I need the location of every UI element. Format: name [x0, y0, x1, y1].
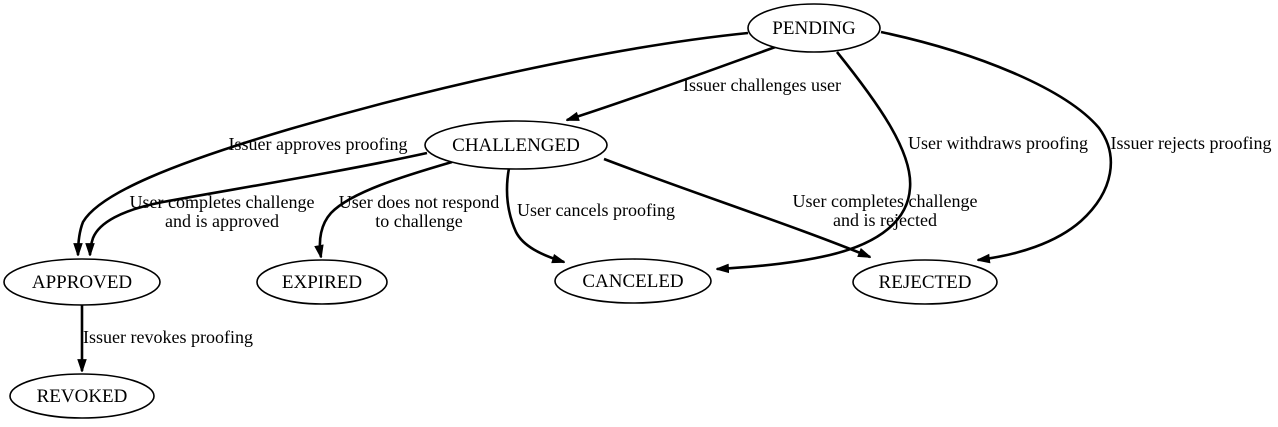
edge-label-user-does-not-respond: User does not respond to challenge	[339, 192, 499, 231]
edge-label-line: User does not respond	[339, 192, 499, 212]
edge-challenged-canceled	[505, 167, 564, 264]
node-approved: APPROVED	[3, 258, 161, 306]
node-canceled: CANCELED	[554, 258, 712, 304]
edge-labels: Issuer challenges user Issuer approves p…	[83, 75, 1271, 347]
node-rejected-label: REJECTED	[879, 272, 972, 293]
edge-label-line: to challenge	[375, 211, 462, 231]
edge-challenged-expired	[320, 160, 453, 257]
node-expired-ellipse	[256, 259, 388, 305]
edge-label-user-cancels-proofing: User cancels proofing	[517, 200, 675, 220]
edge-label-line: and is rejected	[833, 210, 937, 230]
node-approved-label: APPROVED	[32, 272, 132, 293]
node-revoked-ellipse	[9, 373, 155, 419]
edge-pending-approved	[78, 31, 749, 255]
node-challenged: CHALLENGED	[424, 120, 608, 170]
node-canceled-ellipse	[554, 258, 712, 304]
edge-label-user-withdraws-proofing: User withdraws proofing	[908, 133, 1088, 153]
edge-label-line: User completes challenge	[130, 192, 315, 212]
node-rejected: REJECTED	[852, 259, 998, 305]
edge-label-user-completes-challenge-rejected: User completes challenge and is rejected	[793, 191, 978, 230]
node-pending-label: PENDING	[772, 18, 856, 39]
edge-pending-challenged	[567, 43, 782, 122]
node-pending: PENDING	[747, 3, 881, 53]
node-rejected-ellipse	[852, 259, 998, 305]
nodes: PENDING CHALLENGED APPROVED EXPIRED CANC…	[3, 3, 998, 419]
node-expired: EXPIRED	[256, 259, 388, 305]
node-challenged-ellipse	[424, 120, 608, 170]
edge-pending-rejected	[880, 30, 1113, 260]
edge-label-issuer-challenges-user: Issuer challenges user	[683, 75, 841, 95]
node-revoked: REVOKED	[9, 373, 155, 419]
edge-label-issuer-rejects-proofing: Issuer rejects proofing	[1111, 133, 1272, 153]
edge-label-user-completes-challenge-approved: User completes challenge and is approved	[130, 192, 315, 231]
edge-label-line: User completes challenge	[793, 191, 978, 211]
edge-pending-canceled	[717, 51, 912, 269]
edge-challenged-approved	[90, 151, 428, 255]
node-pending-ellipse	[747, 3, 881, 53]
node-canceled-label: CANCELED	[582, 271, 683, 292]
node-expired-label: EXPIRED	[282, 272, 362, 293]
edge-label-issuer-approves-proofing: Issuer approves proofing	[229, 134, 408, 154]
node-challenged-label: CHALLENGED	[452, 135, 580, 156]
node-revoked-label: REVOKED	[37, 386, 128, 407]
edge-label-line: and is approved	[165, 211, 279, 231]
edge-challenged-rejected	[603, 157, 870, 259]
edges	[78, 30, 1113, 371]
edge-label-issuer-revokes-proofing: Issuer revokes proofing	[83, 327, 253, 347]
node-approved-ellipse	[3, 258, 161, 306]
